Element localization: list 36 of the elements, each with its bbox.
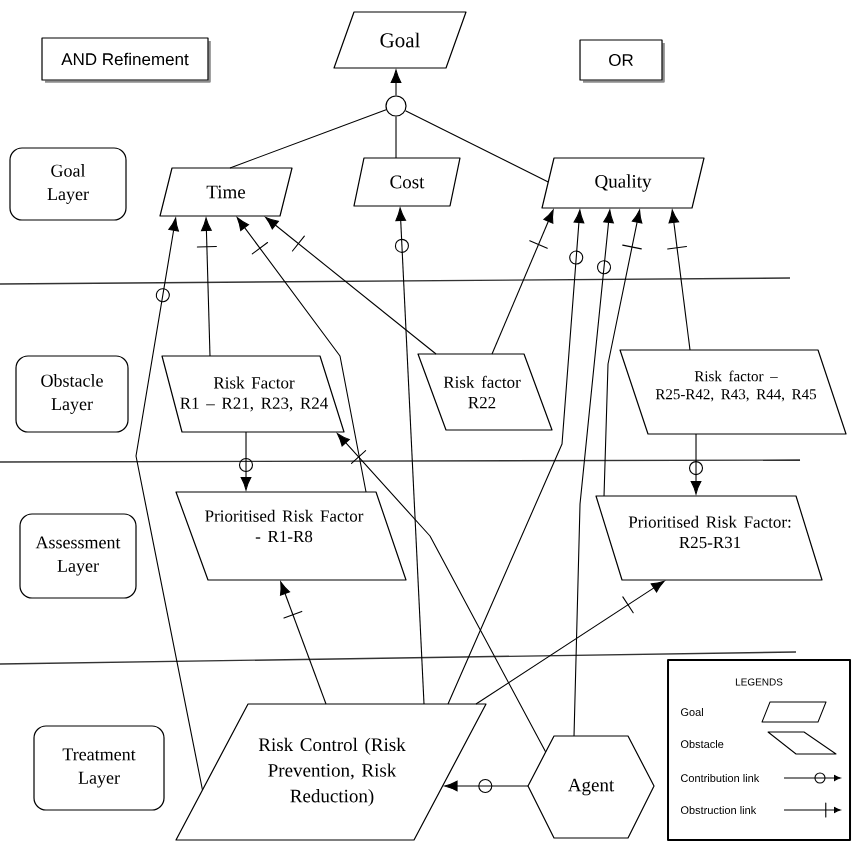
contribution-arrow bbox=[135, 217, 204, 791]
contribution-arrow bbox=[394, 207, 425, 705]
obstruction-arrow bbox=[196, 217, 217, 357]
layer-box: Assessment Layer bbox=[19, 513, 137, 599]
obstacle-parallelogram: Risk factor R22 bbox=[417, 353, 553, 431]
connector-line bbox=[395, 116, 397, 159]
obstruction-arrow bbox=[279, 581, 327, 705]
contribution-arrow bbox=[688, 433, 704, 495]
layer-box: Obstacle Layer bbox=[15, 355, 129, 433]
obstacle-parallelogram: Prioritised Risk Factor - R1-R8 bbox=[175, 491, 407, 581]
obstacle-parallelogram: Prioritised Risk Factor: R25-R31 bbox=[595, 495, 823, 581]
contribution-arrow bbox=[573, 209, 614, 737]
text-box: OR bbox=[579, 39, 665, 83]
agent-hexagon: Agent bbox=[527, 735, 655, 839]
obstruction-arrow bbox=[603, 209, 643, 497]
contribution-arrow bbox=[444, 778, 529, 794]
goal-parallelogram: Time bbox=[159, 167, 293, 217]
obstacle-parallelogram: Risk Factor R1 – R21, R23, R24 bbox=[161, 355, 345, 433]
obstruction-arrow bbox=[667, 209, 691, 351]
goal-parallelogram: Risk Control (Risk Prevention, Risk Reduction) bbox=[175, 703, 487, 841]
obstruction-arrow bbox=[265, 216, 437, 355]
contribution-arrow bbox=[238, 431, 254, 491]
goal-parallelogram: Quality bbox=[541, 157, 705, 209]
text-box: AND Refinement bbox=[41, 37, 211, 83]
junction-circle bbox=[385, 95, 407, 117]
contribution-arrow bbox=[447, 209, 585, 705]
obstruction-arrow bbox=[336, 433, 547, 753]
goal-parallelogram: Goal bbox=[333, 11, 467, 69]
layer-box: Treatment Layer bbox=[33, 725, 165, 811]
obstruction-arrow bbox=[236, 217, 367, 493]
connector-line bbox=[404, 110, 549, 183]
obstruction-arrow bbox=[491, 209, 554, 355]
obstruction-arrow bbox=[475, 580, 665, 705]
layer-box: Goal Layer bbox=[9, 147, 127, 221]
goal-parallelogram: Cost bbox=[353, 157, 461, 207]
connector-line bbox=[229, 109, 387, 169]
